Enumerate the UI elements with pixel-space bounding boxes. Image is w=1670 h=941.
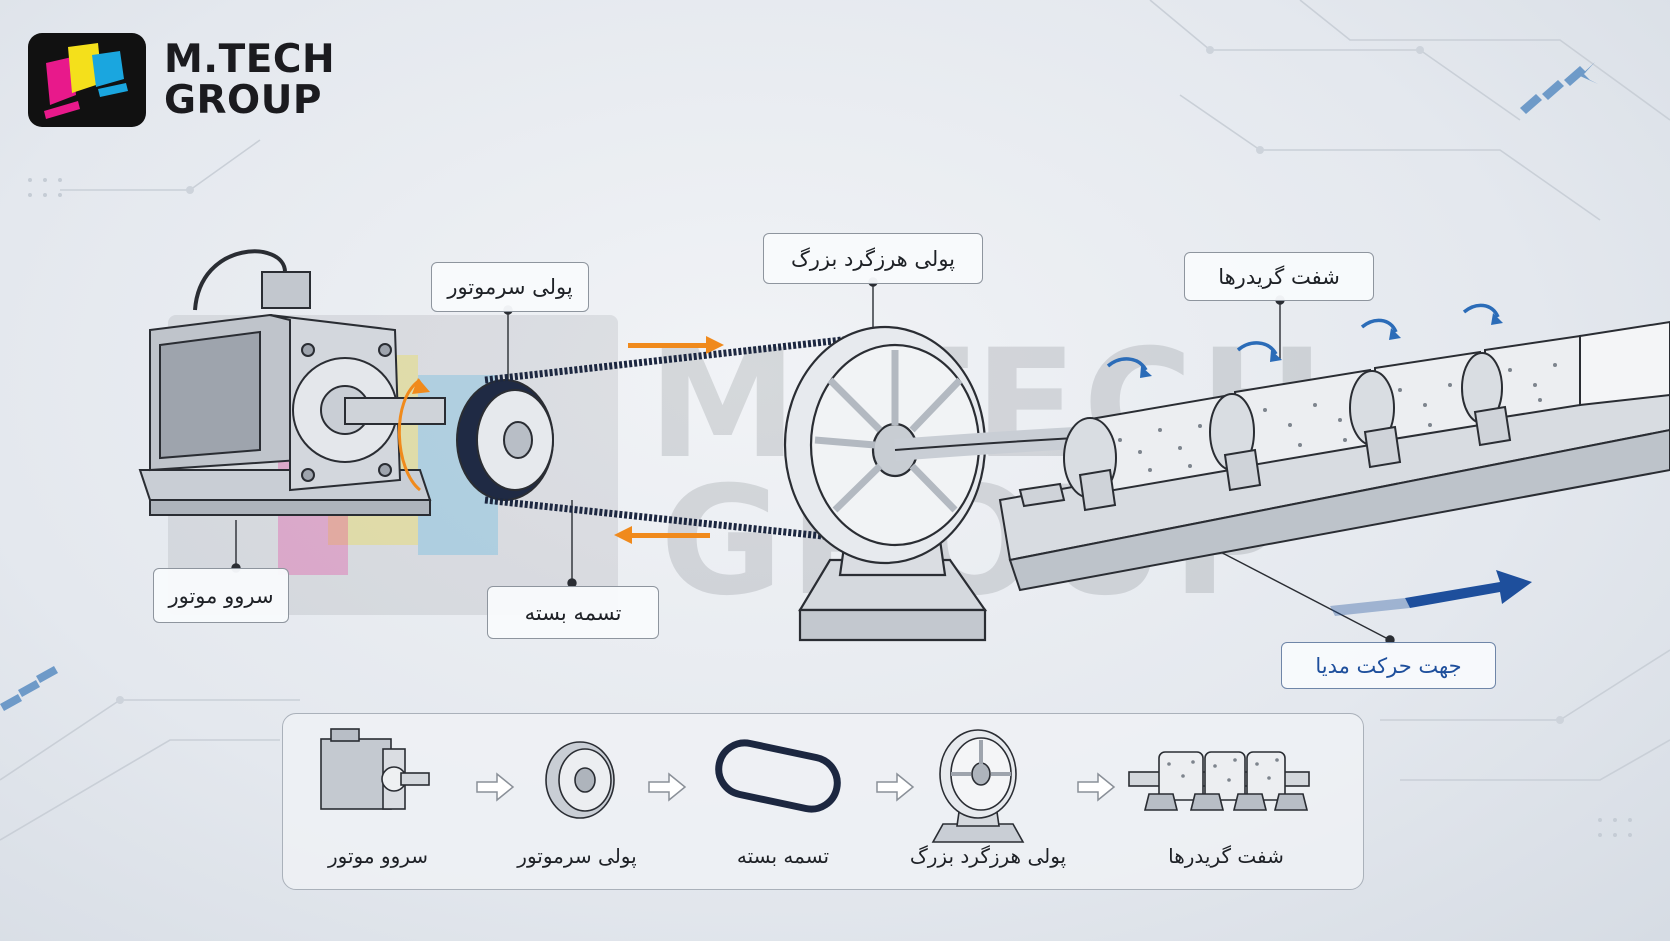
step-icons	[320, 728, 1310, 843]
bearing-blocks	[1018, 405, 1512, 512]
grit-dots	[1118, 363, 1557, 472]
callout-servo-pulley: پولی سرموتور	[431, 262, 589, 312]
step-label-big-pulley: پولی هرزگرد بزرگ	[909, 844, 1067, 868]
callout-grid-shaft: شفت گریدرها	[1184, 252, 1374, 301]
brand-line1: M.TECH	[164, 37, 336, 82]
step-label-servo-motor: سروو موتور	[327, 844, 429, 868]
servo-pulley	[456, 379, 554, 501]
chevron-decoration-icon	[1520, 62, 1598, 114]
servo-motor-icon	[320, 728, 430, 810]
grit-shaft-icon	[1128, 751, 1310, 811]
brand-line2: GROUP	[164, 78, 322, 123]
servo-motor	[138, 249, 446, 516]
belt-direction-arrows	[614, 336, 724, 544]
brand-logo: M.TECH GROUP	[28, 33, 335, 127]
callout-media-direction: جهت حرکت مدیا	[1281, 642, 1496, 689]
step-label-servo-pulley: پولی سرموتور	[517, 844, 637, 868]
big-idler-pulley	[783, 325, 1076, 642]
chevron-decoration-left-icon	[0, 666, 58, 711]
step-label-grid-shaft: شفت گریدرها	[1168, 844, 1284, 868]
idler-pulley-icon	[931, 729, 1025, 843]
rotation-arrow-icon	[397, 378, 422, 492]
pulley-icon	[545, 741, 615, 819]
closed-belt	[484, 334, 861, 544]
mtech-logo-icon	[28, 33, 146, 127]
callout-servo-motor: سروو موتور	[153, 568, 289, 623]
brand-name: M.TECH GROUP	[164, 39, 335, 121]
callout-closed-belt: تسمه بسته	[487, 586, 659, 639]
step-label-closed-belt: تسمه بسته	[736, 844, 830, 868]
callout-big-pulley: پولی هرزگرد بزرگ	[763, 233, 983, 284]
media-direction-arrow-icon	[1330, 570, 1532, 616]
process-steps-panel: سروو موتور پولی سرموتور تسمه بسته پولی ه…	[282, 713, 1364, 890]
belt-icon	[715, 739, 841, 813]
shaft-rotation-arrow-icon	[1106, 303, 1500, 372]
